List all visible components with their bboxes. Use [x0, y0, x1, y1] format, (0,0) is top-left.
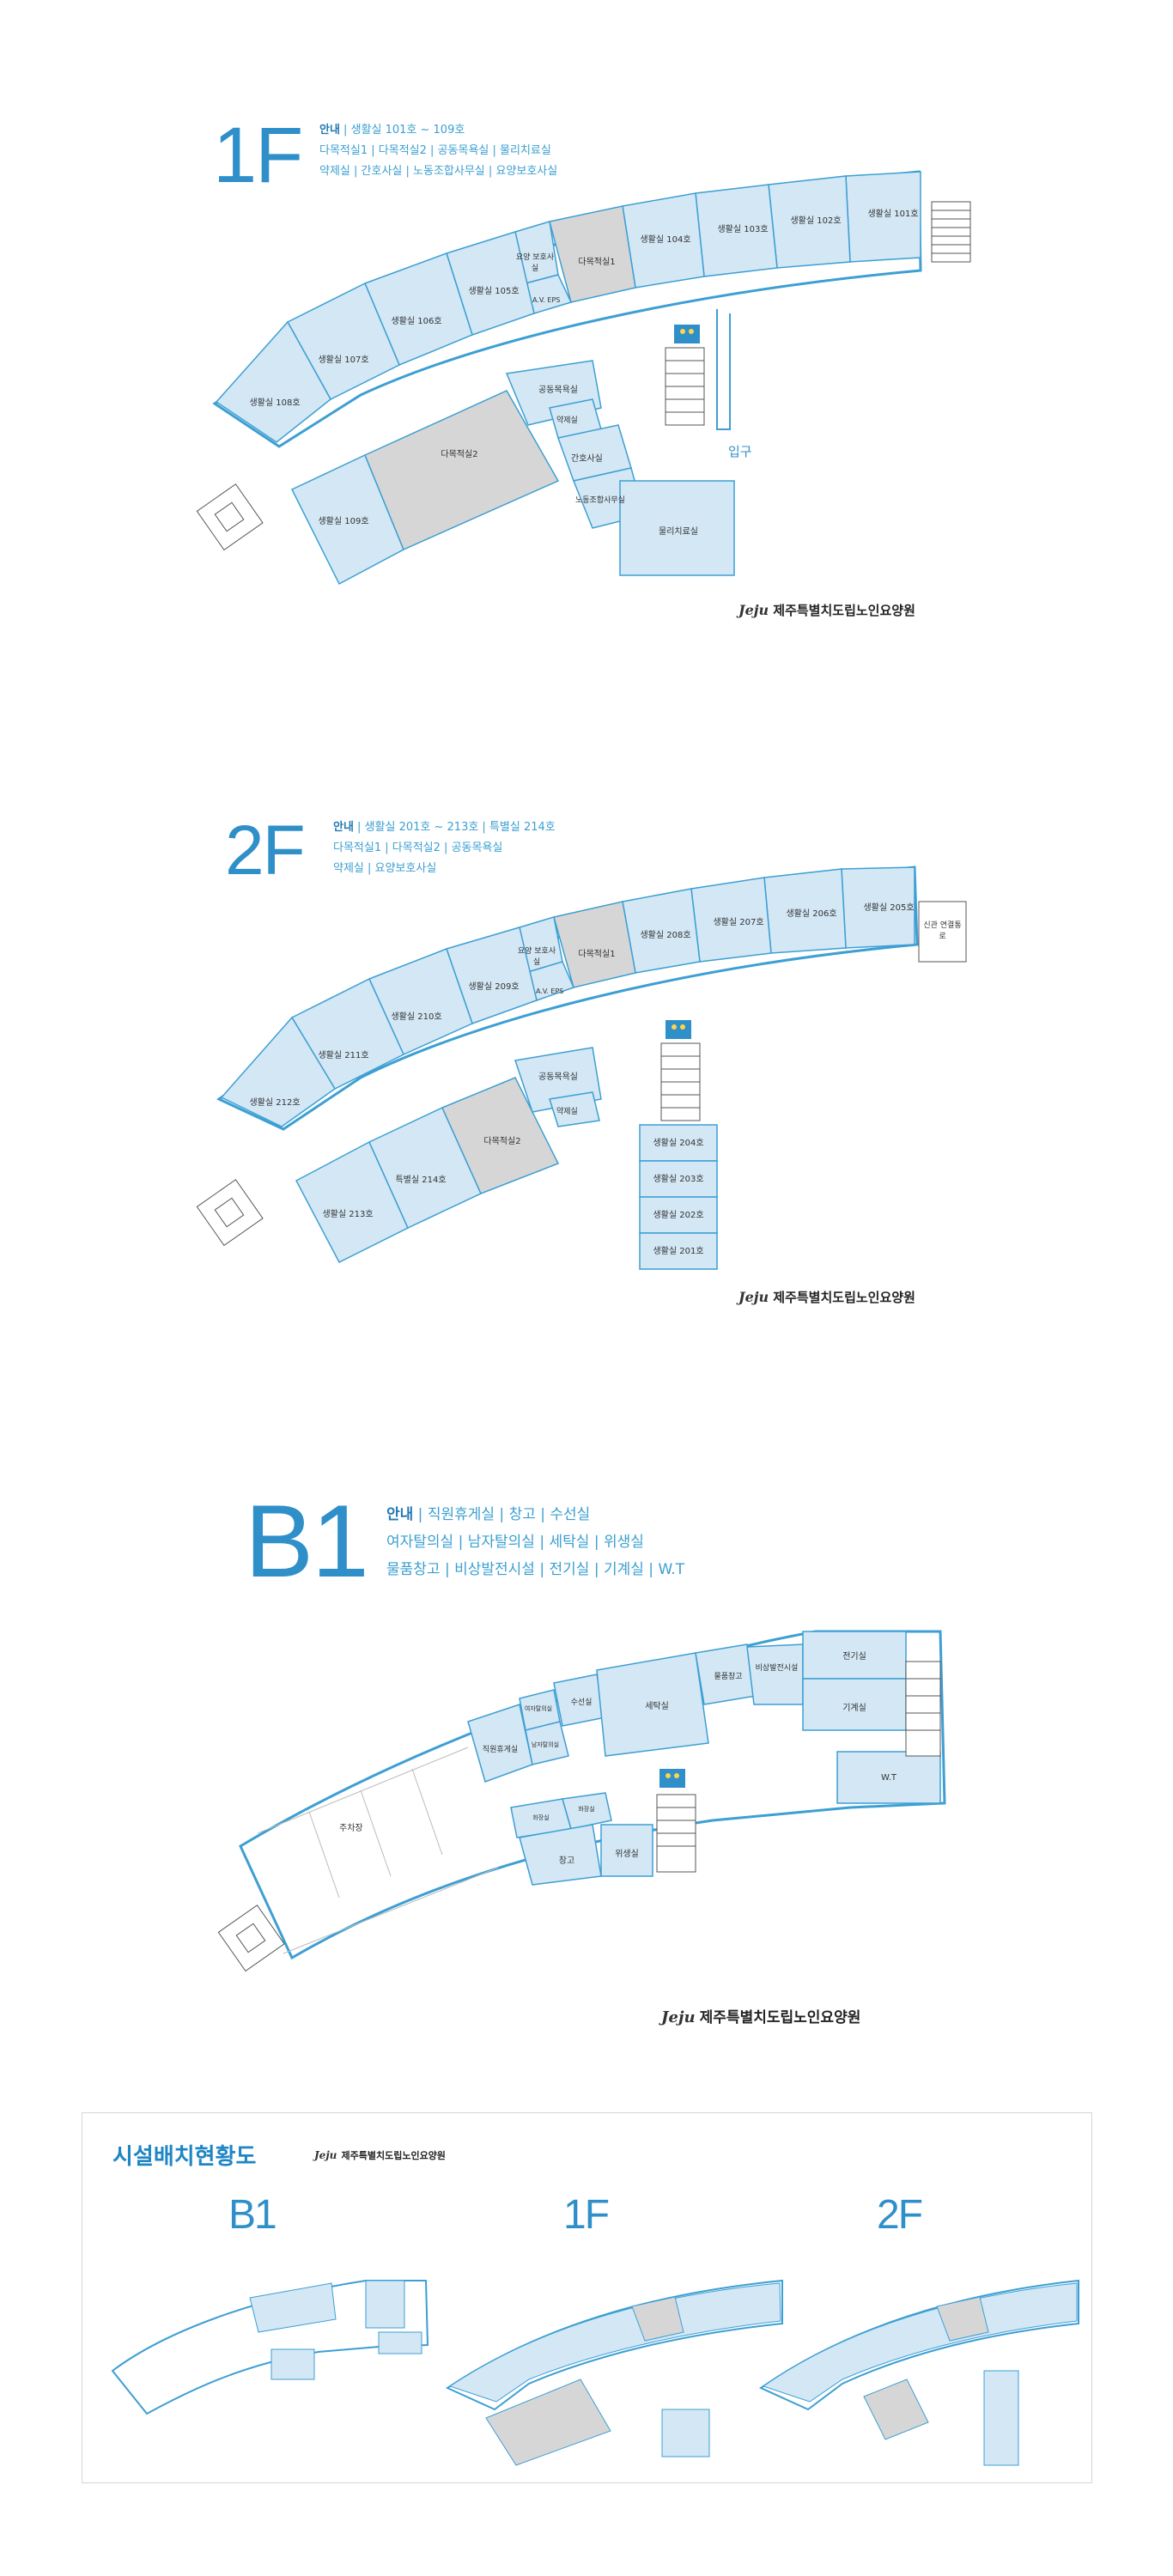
- room-label: 약제실: [556, 1108, 578, 1116]
- room-label: 물품창고: [714, 1673, 743, 1681]
- room-label: 생활실 213호: [322, 1210, 374, 1219]
- legend-line: 약제실 | 요양보호사실: [333, 862, 437, 875]
- room-label: 생활실 212호: [249, 1098, 301, 1108]
- room-label: 생활실 105호: [468, 287, 520, 296]
- room-label: 생활실 203호: [653, 1175, 704, 1184]
- room-108: [215, 320, 331, 443]
- summary-b1-label: B1: [228, 2192, 277, 2238]
- room-label: 요양 보호사실: [517, 947, 556, 967]
- room-label: 공동목욕실: [538, 1072, 578, 1082]
- legend-line: 약제실 | 간호사실 | 노동조합사무실 | 요양보호사실: [319, 165, 558, 178]
- room-label: 생활실 208호: [640, 931, 691, 940]
- room-label: 생활실 202호: [653, 1211, 704, 1220]
- floor-b1-plan: [217, 1630, 946, 1972]
- room-label: 생활실 211호: [318, 1051, 369, 1060]
- room-label: 신관 연결통로: [923, 921, 962, 941]
- multi-purpose-1: [549, 205, 636, 303]
- room-label: 생활실 201호: [653, 1247, 704, 1256]
- physio-room: [619, 480, 735, 576]
- floor-2f-label: 2F: [225, 811, 306, 890]
- legend-line: 다목적실1 | 다목적실2 | 공동목욕실: [333, 841, 503, 854]
- room-label: 화장실: [532, 1814, 550, 1821]
- room-label: 전기실: [842, 1652, 866, 1662]
- floor-b1-label: B1: [245, 1484, 369, 1599]
- room-label: 세탁실: [645, 1702, 669, 1711]
- elevator-icon: [674, 325, 700, 343]
- room-label: 화장실: [578, 1806, 595, 1813]
- room-label: 노동조합사무실: [575, 496, 625, 505]
- legend-line: 물품창고 | 비상발전시설 | 전기실 | 기계실 | W.T: [386, 1561, 685, 1578]
- room-label: 창고: [558, 1856, 575, 1866]
- summary-board: 시설배치현황도 Jeju 제주특별치도립노인요양원 B1 1F 2F: [82, 2112, 1092, 2483]
- room-label: 약제실: [556, 416, 578, 425]
- room-label: 여자탈의실: [524, 1705, 553, 1712]
- floor-1f-legend: 안내 | 생활실 101호 ~ 109호 다목적실1 | 다목적실2 | 공동목…: [319, 120, 557, 182]
- elevator-icon: [666, 1020, 691, 1039]
- room-label: 기계실: [842, 1704, 866, 1713]
- floor-b1-legend: 안내 | 직원휴게실 | 창고 | 수선실 여자탈의실 | 남자탈의실 | 세탁…: [386, 1501, 684, 1583]
- summary-logo: Jeju 제주특별치도립노인요양원: [314, 2149, 446, 2161]
- legend-line: 안내 | 생활실 101호 ~ 109호: [319, 124, 465, 137]
- room-label: 생활실 107호: [318, 355, 369, 365]
- room-label: 생활실 209호: [468, 982, 520, 992]
- elevator-icon: [659, 1769, 685, 1788]
- room-label: W.T: [880, 1773, 897, 1783]
- room-label: 요양 보호사실: [515, 253, 555, 273]
- summary-1f-label: 1F: [563, 2192, 610, 2238]
- summary-2f-label: 2F: [877, 2192, 923, 2238]
- room-label: 물리치료실: [659, 527, 698, 537]
- room-label: 생활실 207호: [713, 918, 764, 927]
- logo: Jeju 제주특별치도립노인요양원: [738, 602, 915, 618]
- legend-line: 여자탈의실 | 남자탈의실 | 세탁실 | 위생실: [386, 1534, 644, 1551]
- room-label: 주차장: [339, 1824, 363, 1833]
- room-label: 생활실 108호: [249, 398, 301, 408]
- room-label: A.V. EPS: [536, 987, 564, 995]
- legend-line: 안내 | 생활실 201호 ~ 213호 | 특별실 214호: [333, 821, 556, 834]
- room-label: 남자탈의실: [531, 1741, 560, 1748]
- room-label: 비상발전시설: [755, 1664, 799, 1673]
- room-label: 직원휴게실: [482, 1746, 519, 1754]
- room-label: 생활실 206호: [786, 909, 837, 919]
- floor-2f-legend: 안내 | 생활실 201호 ~ 213호 | 특별실 214호 다목적실1 | …: [333, 817, 556, 879]
- room-label: 생활실 204호: [653, 1139, 704, 1148]
- floor-2f-plan: [196, 866, 967, 1270]
- summary-plans: [111, 2279, 1079, 2466]
- room-label: 생활실 103호: [717, 225, 769, 234]
- room-label: 생활실 102호: [790, 216, 842, 226]
- logo: Jeju 제주특별치도립노인요양원: [661, 2008, 861, 2026]
- floor-1f-plan: [196, 170, 971, 586]
- room-label: 간호사실: [571, 454, 603, 464]
- legend-line: 다목적실1 | 다목적실2 | 공동목욕실 | 물리치료실: [319, 144, 551, 157]
- legend-line: 안내 | 직원휴게실 | 창고 | 수선실: [386, 1506, 591, 1523]
- room-label: 생활실 104호: [640, 235, 691, 245]
- room-label: 다목적실1: [578, 258, 616, 267]
- room-label: 다목적실2: [483, 1137, 521, 1146]
- room-label: 특별실 214호: [395, 1176, 447, 1185]
- summary-title: 시설배치현황도: [112, 2144, 257, 2170]
- room-label: 생활실 210호: [391, 1012, 442, 1022]
- multi-purpose-2: [364, 390, 560, 550]
- room-label: 위생실: [615, 1850, 639, 1859]
- room-label: A.V. EPS: [532, 296, 561, 304]
- room-label: 수선실: [570, 1698, 593, 1707]
- room-label: 생활실 205호: [863, 903, 915, 913]
- room-label: 다목적실1: [578, 950, 616, 959]
- room-label: 다목적실2: [441, 450, 478, 459]
- floor-1f-label: 1F: [213, 112, 303, 199]
- entrance-label: 입구: [728, 444, 752, 459]
- room-label: 생활실 101호: [867, 210, 919, 219]
- room-label: 생활실 109호: [318, 517, 369, 526]
- room-label: 생활실 106호: [391, 317, 442, 326]
- logo: Jeju 제주특별치도립노인요양원: [738, 1289, 915, 1305]
- room-label: 공동목욕실: [538, 386, 578, 395]
